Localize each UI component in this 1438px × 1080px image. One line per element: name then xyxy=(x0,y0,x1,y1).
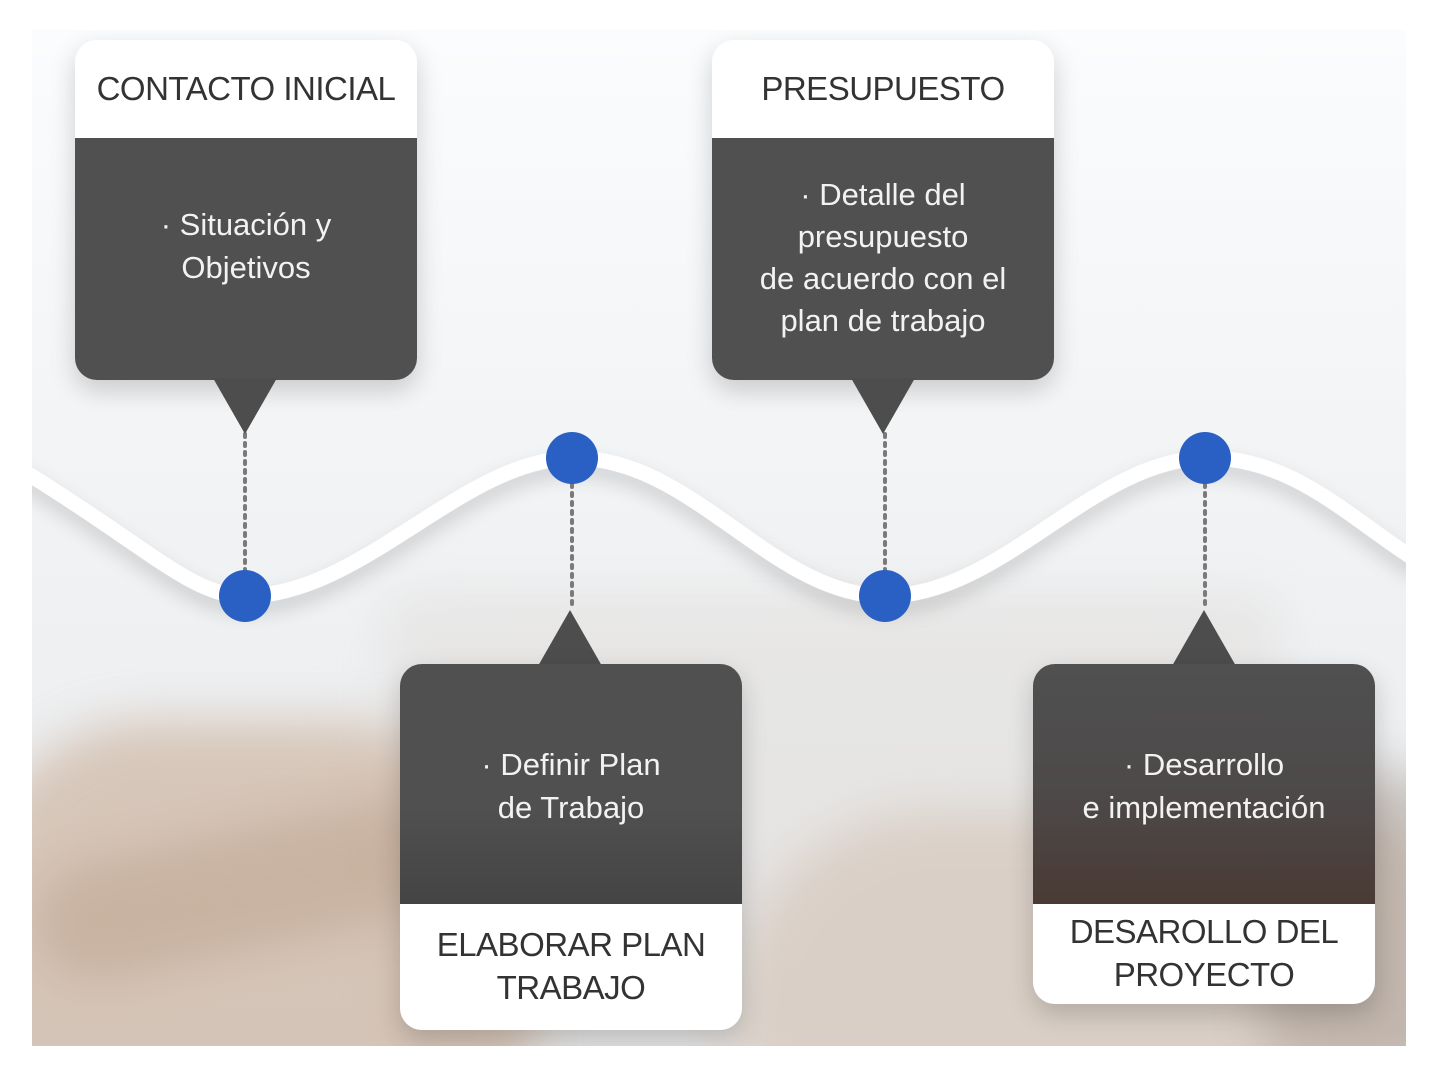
step-card-contacto-inicial: CONTACTO INICIAL · Situación y Objetivos xyxy=(75,40,417,380)
step-pointer-desarrollo xyxy=(1172,610,1236,666)
timeline-diagram: CONTACTO INICIAL · Situación y Objetivos… xyxy=(32,30,1406,1046)
step-detail-text: · Definir Plan de Trabajo xyxy=(481,747,661,825)
step-detail: · Definir Plan de Trabajo xyxy=(400,664,742,904)
step-card-presupuesto: PRESUPUESTO · Detalle del presupuesto de… xyxy=(712,40,1054,380)
connector-lines xyxy=(243,432,1207,612)
step-title-text: CONTACTO INICIAL xyxy=(96,69,396,107)
step-title-text: PRESUPUESTO xyxy=(761,69,1005,107)
step-pointer-contacto-inicial xyxy=(213,378,277,434)
step-title-text: ELABORAR PLAN TRABAJO xyxy=(436,926,706,1006)
step-detail-text: · Situación y Objetivos xyxy=(160,207,332,285)
step-card-desarrollo-proyecto: · Desarrollo e implementación DESAROLLO … xyxy=(1033,664,1375,1004)
timeline-node-3 xyxy=(859,570,911,622)
step-detail: · Detalle del presupuesto de acuerdo con… xyxy=(712,138,1054,380)
timeline-wave xyxy=(32,432,1406,622)
step-title: PRESUPUESTO xyxy=(712,40,1054,138)
step-detail: · Situación y Objetivos xyxy=(75,138,417,380)
timeline-node-2 xyxy=(546,432,598,484)
timeline-nodes xyxy=(219,432,1231,622)
step-pointer-elaborar-plan xyxy=(538,610,602,666)
step-detail-text: · Desarrollo e implementación xyxy=(1082,747,1326,825)
step-detail: · Desarrollo e implementación xyxy=(1033,664,1375,904)
timeline-node-4 xyxy=(1179,432,1231,484)
step-pointer-presupuesto xyxy=(851,378,915,434)
step-card-elaborar-plan: · Definir Plan de Trabajo ELABORAR PLAN … xyxy=(400,664,742,1030)
step-title: DESAROLLO DEL PROYECTO xyxy=(1033,904,1375,1004)
step-title: CONTACTO INICIAL xyxy=(75,40,417,138)
step-title-text: DESAROLLO DEL PROYECTO xyxy=(1069,913,1339,993)
step-detail-text: · Detalle del presupuesto de acuerdo con… xyxy=(759,177,1007,339)
timeline-node-1 xyxy=(219,570,271,622)
step-title: ELABORAR PLAN TRABAJO xyxy=(400,904,742,1030)
